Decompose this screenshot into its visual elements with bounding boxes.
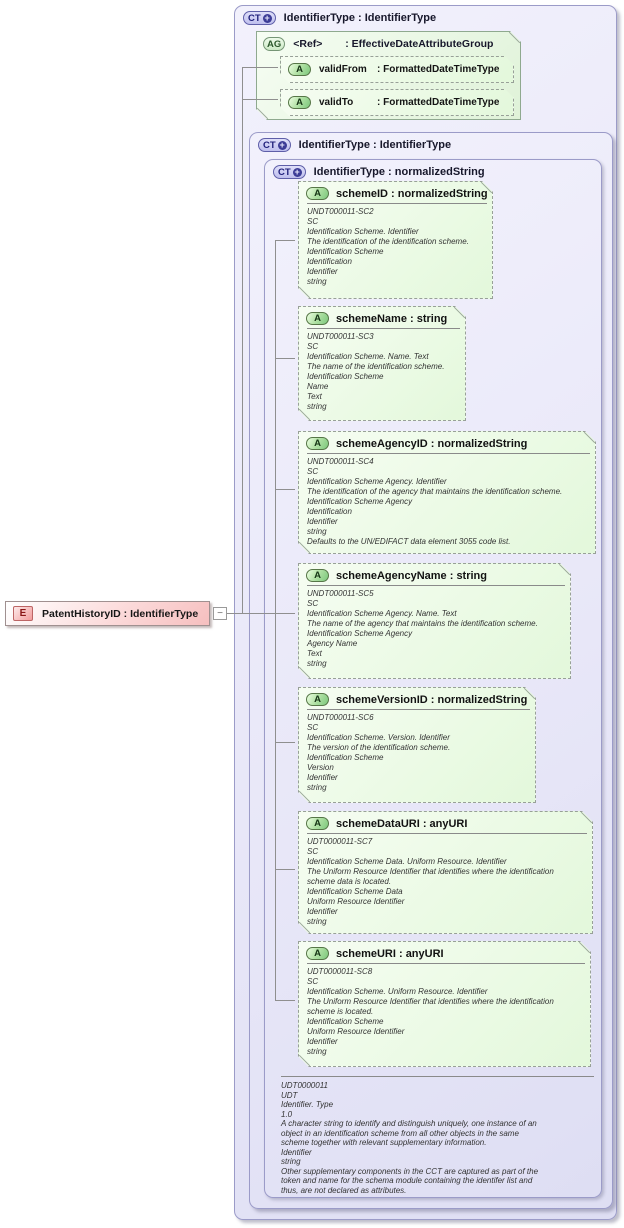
attributegroup-effectivedate[interactable]: AG <Ref> : EffectiveDateAttributeGroup A … <box>256 31 521 120</box>
attributegroup-type: : EffectiveDateAttributeGroup <box>345 38 494 50</box>
connector-line <box>275 240 295 241</box>
a-badge: A <box>306 817 329 830</box>
ct-badge-label: CT <box>263 139 276 151</box>
connector-line <box>242 99 278 100</box>
attribute-title: schemeID : normalizedString <box>336 187 488 200</box>
separator-line <box>281 1076 594 1077</box>
a-badge: A <box>288 63 311 76</box>
plus-icon: + <box>262 12 272 23</box>
attribute-docs: UDT0000011-SC7 SC Identification Scheme … <box>307 837 554 926</box>
ct-badge: CT+ <box>273 165 306 179</box>
attribute-title: schemeURI : anyURI <box>336 947 444 960</box>
attribute-validfrom-label: validFrom: FormattedDateTimeType <box>319 64 500 75</box>
connector-line <box>227 613 295 614</box>
type-documentation: UDT0000011 UDT Identifier. Type 1.0 A ch… <box>281 1081 539 1195</box>
connector-line <box>242 67 243 614</box>
complextype-identifiertype-outer[interactable]: CT+ IdentifierType : IdentifierType AG <… <box>234 5 617 1220</box>
separator-line <box>307 833 587 834</box>
attribute-title: schemeVersionID : normalizedString <box>336 693 528 706</box>
attributegroup-name: <Ref> <box>293 38 323 50</box>
attribute-docs: UNDT000011-SC6 SC Identification Scheme.… <box>307 713 451 792</box>
attribute-docs: UNDT000011-SC5 SC Identification Scheme … <box>307 589 538 668</box>
separator-line <box>307 203 487 204</box>
plus-icon: + <box>292 166 302 177</box>
attribute-title: schemeDataURI : anyURI <box>336 817 468 830</box>
ct-badge-label: CT <box>278 166 291 178</box>
complextype-inner-title: IdentifierType : normalizedString <box>313 166 485 178</box>
attribute-docs: UDT0000011-SC8 SC Identification Scheme.… <box>307 967 554 1056</box>
separator-line <box>307 963 585 964</box>
attribute-validto[interactable]: A validTo: FormattedDateTimeType <box>280 89 514 116</box>
complextype-middle-header: CT+ IdentifierType : IdentifierType <box>250 133 612 152</box>
separator-line <box>307 453 590 454</box>
attribute-title: schemeAgencyID : normalizedString <box>336 437 528 450</box>
separator-line <box>307 585 565 586</box>
attribute-validto-label: validTo: FormattedDateTimeType <box>319 97 500 108</box>
ag-badge: AG <box>263 37 285 51</box>
collapse-toggle[interactable]: − <box>213 607 227 620</box>
a-badge: A <box>306 569 329 582</box>
connector-line <box>275 358 295 359</box>
a-badge: A <box>306 947 329 960</box>
complextype-outer-title: IdentifierType : IdentifierType <box>283 12 437 24</box>
element-label: PatentHistoryID : IdentifierType <box>42 607 199 620</box>
attribute-docs: UNDT000011-SC3 SC Identification Scheme.… <box>307 332 445 411</box>
ct-badge: CT+ <box>243 11 276 25</box>
attribute-docs: UNDT000011-SC2 SC Identification Scheme.… <box>307 207 469 286</box>
attribute-title: schemeName : string <box>336 312 448 325</box>
ct-badge-label: CT <box>248 12 261 24</box>
attribute-validfrom[interactable]: A validFrom: FormattedDateTimeType <box>280 56 514 83</box>
a-badge: A <box>306 693 329 706</box>
element-patenthistoryid[interactable]: E PatentHistoryID : IdentifierType <box>5 601 210 626</box>
a-badge: A <box>306 312 329 325</box>
complextype-inner-header: CT+ IdentifierType : normalizedString <box>265 160 601 179</box>
attribute-docs: UNDT000011-SC4 SC Identification Scheme … <box>307 457 563 546</box>
connector-line <box>275 1000 295 1001</box>
separator-line <box>307 328 460 329</box>
attribute-title: schemeAgencyName : string <box>336 569 487 582</box>
connector-line <box>275 742 295 743</box>
a-badge: A <box>306 187 329 200</box>
connector-line <box>242 67 278 68</box>
a-badge: A <box>306 437 329 450</box>
attributegroup-header: AG <Ref> : EffectiveDateAttributeGroup <box>257 32 520 51</box>
connector-line <box>275 489 295 490</box>
connector-line <box>275 240 276 1001</box>
complextype-outer-header: CT+ IdentifierType : IdentifierType <box>235 6 616 25</box>
ct-badge: CT+ <box>258 138 291 152</box>
plus-icon: + <box>277 139 287 150</box>
attributegroup-title: <Ref> : EffectiveDateAttributeGroup <box>293 38 493 50</box>
complextype-identifiertype-middle[interactable]: CT+ IdentifierType : IdentifierType CT+ … <box>249 132 613 1209</box>
complextype-middle-title: IdentifierType : IdentifierType <box>298 139 452 151</box>
a-badge: A <box>288 96 311 109</box>
separator-line <box>307 709 530 710</box>
element-badge: E <box>13 606 33 621</box>
connector-line <box>275 869 295 870</box>
